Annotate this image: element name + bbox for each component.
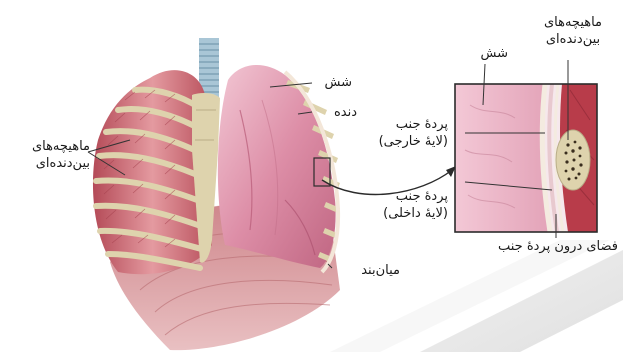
- intercostal-label-left-line1: ماهیچه‌های: [8, 138, 90, 155]
- pleura-outer-line1: پردهٔ جنب: [348, 116, 448, 133]
- pleura-inner-line2: (لایهٔ داخلی): [348, 205, 448, 222]
- intercostal-label-right: ماهیچه‌های بین‌دنده‌ای: [528, 14, 618, 48]
- diaphragm-label: میان‌بند: [330, 262, 400, 279]
- pleura-inner-label: پردهٔ جنب (لایهٔ داخلی): [348, 188, 448, 222]
- pleura-outer-label: پردهٔ جنب (لایهٔ خارجی): [348, 116, 448, 150]
- pleura-inner-line1: پردهٔ جنب: [348, 188, 448, 205]
- intercostal-label-left-line2: بین‌دنده‌ای: [8, 155, 90, 172]
- intercostal-label-right-line1: ماهیچه‌های: [528, 14, 618, 31]
- zoom-panel: [455, 84, 597, 232]
- intercostal-label-right-line2: بین‌دنده‌ای: [528, 31, 618, 48]
- exposed-lung: [218, 65, 336, 268]
- background-stripes: [330, 240, 623, 352]
- intercostal-label-left: ماهیچه‌های بین‌دنده‌ای: [8, 138, 90, 172]
- zoom-lung-label: شش: [468, 45, 508, 62]
- pleural-cavity-label: فضای درون پردهٔ جنب: [470, 238, 618, 255]
- lung-label: شش: [312, 74, 352, 91]
- pleura-outer-line2: (لایهٔ خارجی): [348, 133, 448, 150]
